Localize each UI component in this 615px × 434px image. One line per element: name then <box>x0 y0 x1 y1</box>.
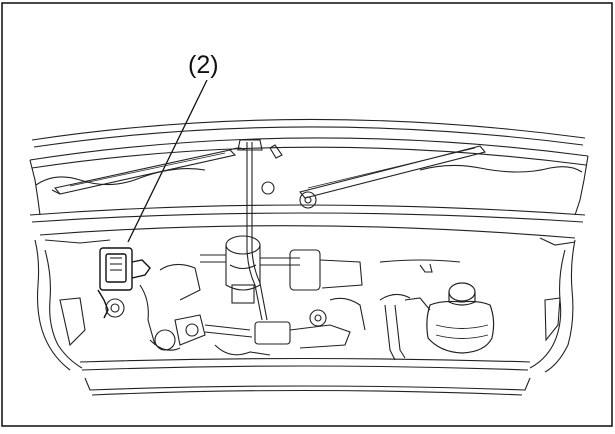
hood-underside <box>29 118 589 216</box>
right-fender <box>529 239 576 373</box>
coolant-reservoir <box>426 282 495 354</box>
cowl-panel <box>29 204 586 273</box>
brake-reservoir <box>200 235 300 304</box>
figure-frame <box>1 2 613 427</box>
windshield-wiper-right <box>299 145 486 209</box>
left-fender <box>34 239 125 371</box>
engine-components <box>139 249 431 361</box>
front-bumper-panel <box>79 357 531 396</box>
callout-label: (2) <box>188 51 219 79</box>
windshield-wiper-left <box>51 147 246 195</box>
leader-line <box>127 79 208 243</box>
